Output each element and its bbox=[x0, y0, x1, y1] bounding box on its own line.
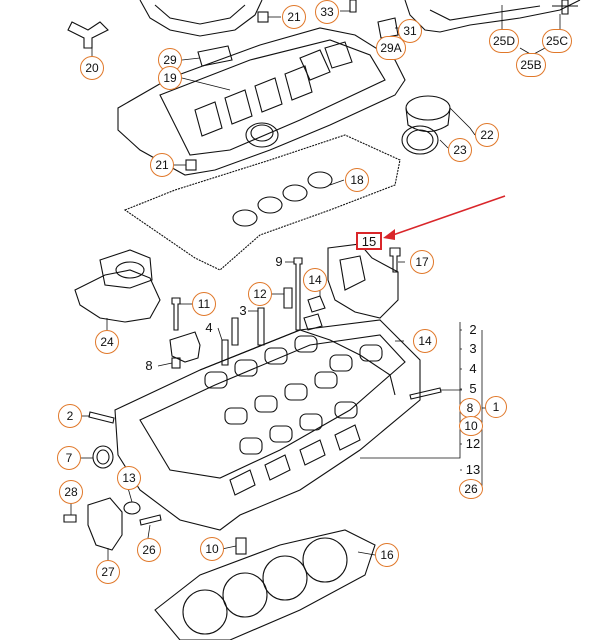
legend-26[interactable]: 26 bbox=[459, 479, 483, 499]
callout-25D[interactable]: 25D bbox=[489, 29, 519, 53]
callout-14-upper[interactable]: 14 bbox=[303, 268, 327, 292]
label-3[interactable]: 3 bbox=[239, 303, 247, 318]
legend-4: 4 bbox=[469, 361, 477, 376]
callout-22[interactable]: 22 bbox=[475, 123, 499, 147]
callout-7[interactable]: 7 bbox=[57, 446, 81, 470]
part-33 bbox=[349, 0, 357, 13]
label-9[interactable]: 9 bbox=[275, 254, 283, 269]
legend-10[interactable]: 10 bbox=[459, 416, 483, 436]
legend-3: 3 bbox=[469, 341, 477, 356]
callout-17[interactable]: 17 bbox=[410, 250, 434, 274]
part-10 bbox=[235, 537, 247, 555]
manifold-part bbox=[404, 0, 581, 33]
callout-18[interactable]: 18 bbox=[345, 168, 369, 192]
part-25C bbox=[552, 0, 578, 15]
part-4 bbox=[169, 331, 201, 363]
callout-25B[interactable]: 25B bbox=[516, 53, 546, 77]
callout-25C[interactable]: 25C bbox=[542, 29, 572, 53]
callout-10[interactable]: 10 bbox=[200, 537, 224, 561]
legend-2: 2 bbox=[469, 322, 477, 337]
callout-29A[interactable]: 29A bbox=[376, 36, 406, 60]
housing-27 bbox=[87, 497, 123, 551]
legend-5: 5 bbox=[469, 381, 477, 396]
oil-cap bbox=[405, 95, 451, 121]
callout-12[interactable]: 12 bbox=[248, 282, 272, 306]
cylinder-head bbox=[114, 319, 421, 531]
bolt-9 bbox=[293, 257, 303, 331]
callout-26[interactable]: 26 bbox=[137, 538, 161, 562]
head-gasket-16 bbox=[154, 529, 376, 640]
legend-8[interactable]: 8 bbox=[459, 398, 481, 418]
callout-19[interactable]: 19 bbox=[158, 66, 182, 90]
callout-2[interactable]: 2 bbox=[58, 404, 82, 428]
callout-13[interactable]: 13 bbox=[117, 466, 141, 490]
callout-14-lower[interactable]: 14 bbox=[413, 329, 437, 353]
callout-27[interactable]: 27 bbox=[96, 560, 120, 584]
nut-21-mid bbox=[185, 159, 197, 171]
leader-lines bbox=[70, 5, 561, 560]
bracket-part-15 bbox=[327, 243, 399, 319]
callout-21-top[interactable]: 21 bbox=[282, 5, 306, 29]
bolt-12 bbox=[283, 287, 293, 309]
callout-24[interactable]: 24 bbox=[95, 330, 119, 354]
studs-3 bbox=[221, 307, 265, 366]
callout-20[interactable]: 20 bbox=[80, 56, 104, 80]
legend-1[interactable]: 1 bbox=[485, 396, 507, 418]
highlighted-callout-15[interactable]: 15 bbox=[356, 232, 382, 250]
legend-13: 13 bbox=[465, 462, 481, 477]
bush-13 bbox=[123, 501, 141, 515]
bolt-17 bbox=[389, 247, 401, 273]
nut-21-top bbox=[257, 11, 269, 23]
stud-26 bbox=[139, 514, 162, 526]
label-4[interactable]: 4 bbox=[205, 320, 213, 335]
callout-16[interactable]: 16 bbox=[375, 543, 399, 567]
bolt-11 bbox=[171, 297, 181, 331]
stud-5 bbox=[409, 387, 442, 400]
bolt-28 bbox=[63, 514, 77, 523]
seal-7 bbox=[92, 445, 114, 469]
callout-28[interactable]: 28 bbox=[59, 480, 83, 504]
legend-12: 12 bbox=[465, 436, 481, 451]
part-14 bbox=[303, 295, 326, 331]
cap-seal bbox=[401, 125, 439, 155]
callout-33[interactable]: 33 bbox=[315, 0, 339, 24]
bearing-cap-24 bbox=[74, 269, 161, 323]
callout-23[interactable]: 23 bbox=[448, 138, 472, 162]
part-29 bbox=[197, 45, 233, 67]
callout-21-mid[interactable]: 21 bbox=[150, 153, 174, 177]
top-cover-part bbox=[139, 0, 263, 37]
callout-11[interactable]: 11 bbox=[192, 292, 216, 316]
cover-gasket bbox=[123, 134, 401, 271]
clip-part-20 bbox=[67, 21, 109, 49]
camshaft-lobes bbox=[204, 335, 383, 455]
label-8[interactable]: 8 bbox=[145, 358, 153, 373]
highlight-arrow bbox=[383, 195, 506, 240]
stud-2 bbox=[88, 411, 115, 424]
